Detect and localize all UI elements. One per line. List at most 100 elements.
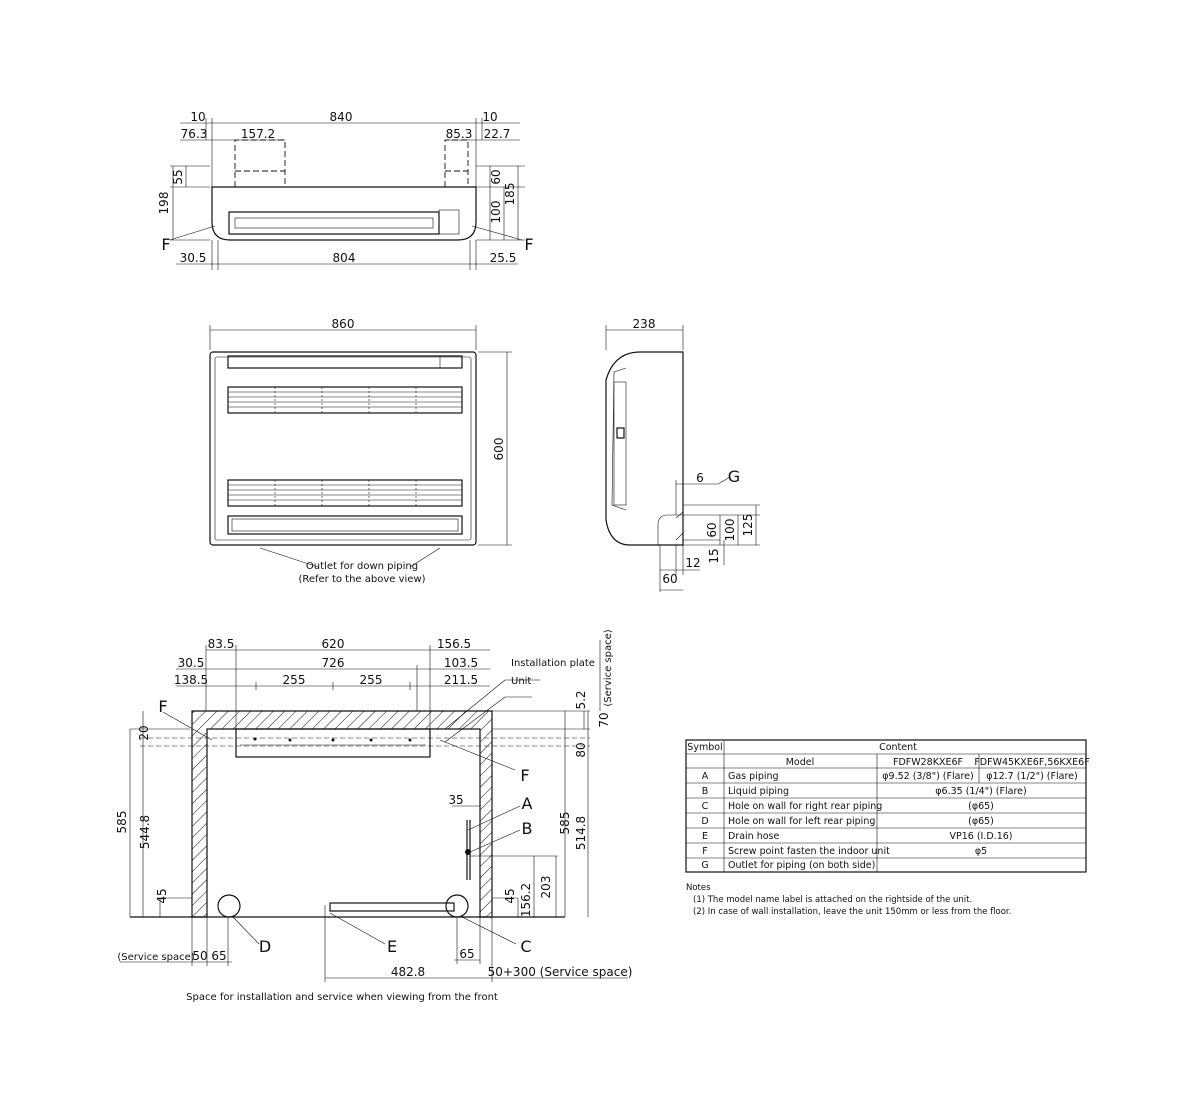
top-view: 10 840 10 76.3 157.2 85.3 22.7 55 198 60… [157, 110, 534, 270]
dim-585-right: 585 [558, 812, 572, 835]
label-f-left: F [161, 235, 170, 254]
dim-100-side: 100 [723, 519, 737, 542]
dim-860: 860 [332, 317, 355, 331]
dim-125-side: 125 [741, 514, 755, 537]
dim-45-right: 45 [503, 888, 517, 903]
top-view-dimensions [169, 118, 525, 270]
dim-185: 185 [503, 183, 517, 206]
side-view-dimensions [605, 325, 760, 592]
dim-83-5: 83.5 [208, 637, 235, 651]
dim-255-b: 255 [360, 673, 383, 687]
dim-55: 55 [171, 169, 185, 184]
outlet-caption-1: Outlet for down piping [306, 561, 418, 572]
table-row: C Hole on wall for right rear piping (φ6… [702, 801, 994, 812]
label-d: D [259, 937, 271, 956]
dim-30-5-install: 30.5 [178, 656, 205, 670]
dim-60-side: 60 [705, 522, 719, 537]
label-g: G [728, 467, 740, 486]
dim-840: 840 [330, 110, 353, 124]
dim-65-left: 65 [211, 949, 226, 963]
note-2: (2) In case of wall installation, leave … [693, 907, 1011, 917]
service-space-top: (Service space) [603, 629, 614, 706]
row-value: VP16 (I.D.16) [950, 831, 1013, 842]
installation-caption: Space for installation and service when … [186, 992, 498, 1003]
dim-76-3: 76.3 [181, 127, 208, 141]
dim-620: 620 [322, 637, 345, 651]
service-space-right: 50+300 (Service space) [488, 965, 633, 979]
row-name: Hole on wall for left rear piping [728, 816, 875, 827]
label-f-install-right: F [520, 766, 529, 785]
table-row: D Hole on wall for left rear piping (φ65… [701, 816, 994, 827]
dim-238: 238 [633, 317, 656, 331]
dim-85-3: 85.3 [446, 127, 473, 141]
installation-unit [140, 728, 590, 758]
dim-50: 50 [192, 949, 207, 963]
dim-10-left: 10 [190, 110, 205, 124]
dim-198: 198 [157, 192, 171, 215]
notes: Notes (1) The model name label is attach… [686, 883, 1011, 917]
dim-45-left: 45 [155, 888, 169, 903]
dim-60: 60 [489, 169, 503, 184]
dim-157-2: 157.2 [241, 127, 275, 141]
table-grid [685, 739, 1087, 873]
row-value: φ6.35 (1/4") (Flare) [935, 786, 1026, 797]
dim-10-right: 10 [482, 110, 497, 124]
dim-726: 726 [322, 656, 345, 670]
table-row: F Screw point fasten the indoor unit φ5 [702, 846, 987, 857]
label-b: B [522, 819, 533, 838]
dim-544-8-left: 544.8 [138, 815, 152, 849]
row-symbol: A [702, 771, 709, 782]
row-symbol: B [702, 786, 709, 797]
hatched-wall [130, 710, 565, 918]
row-value: (φ65) [968, 801, 994, 812]
top-view-outline [211, 139, 477, 241]
dim-5-2: 5.2 [574, 690, 588, 709]
notes-title: Notes [686, 883, 711, 893]
label-f-right: F [524, 235, 533, 254]
unit-label: Unit [511, 676, 531, 687]
row-symbol: C [702, 801, 709, 812]
side-view-outline [605, 351, 684, 546]
row-name: Liquid piping [728, 786, 789, 797]
label-a: A [522, 794, 533, 813]
dim-65-right: 65 [459, 947, 474, 961]
dim-482-8: 482.8 [391, 965, 425, 979]
label-e: E [387, 937, 397, 956]
row-value-2: φ12.7 (1/2") (Flare) [986, 771, 1077, 782]
row-name: Outlet for piping (on both side) [728, 860, 875, 871]
installation-plate-label: Installation plate [511, 658, 595, 669]
dim-12-side: 12 [685, 556, 700, 570]
spec-table: Symbol Content Model FDFW28KXE6F FDFW45K… [685, 739, 1090, 873]
row-value-1: φ9.52 (3/8") (Flare) [882, 771, 973, 782]
outlet-caption-2: (Refer to the above view) [298, 574, 425, 585]
row-symbol: D [701, 816, 708, 827]
dim-585-left: 585 [115, 811, 129, 834]
table-row: B Liquid piping φ6.35 (1/4") (Flare) [702, 786, 1027, 797]
installation-view: 83.5 620 156.5 30.5 726 103.5 138.5 255 … [115, 629, 632, 1003]
label-f-install-left: F [158, 697, 167, 716]
installation-dimension-text: 83.5 620 156.5 30.5 726 103.5 138.5 255 … [115, 629, 632, 1003]
row-value: φ5 [975, 846, 987, 857]
dim-255-a: 255 [283, 673, 306, 687]
table-model-1: FDFW28KXE6F [893, 757, 963, 768]
front-view-dimensions [209, 325, 512, 568]
dim-211-5: 211.5 [444, 673, 478, 687]
dim-514-8: 514.8 [574, 816, 588, 850]
service-space-left: (Service space) [117, 952, 194, 963]
dim-30-5: 30.5 [180, 251, 207, 265]
dim-103-5: 103.5 [444, 656, 478, 670]
dim-20: 20 [137, 725, 151, 740]
row-name: Drain hose [728, 831, 780, 842]
dim-80: 80 [574, 742, 588, 757]
dim-804: 804 [333, 251, 356, 265]
row-value: (φ65) [968, 816, 994, 827]
dim-70: 70 [597, 712, 611, 727]
table-model-label: Model [786, 757, 815, 768]
row-name: Hole on wall for right rear piping [728, 801, 882, 812]
side-view: 238 6 G 60 100 125 15 12 60 [605, 317, 760, 592]
row-name: Gas piping [728, 771, 779, 782]
note-1: (1) The model name label is attached on … [693, 895, 972, 905]
row-name: Screw point fasten the indoor unit [728, 846, 890, 857]
row-symbol: G [701, 860, 708, 871]
